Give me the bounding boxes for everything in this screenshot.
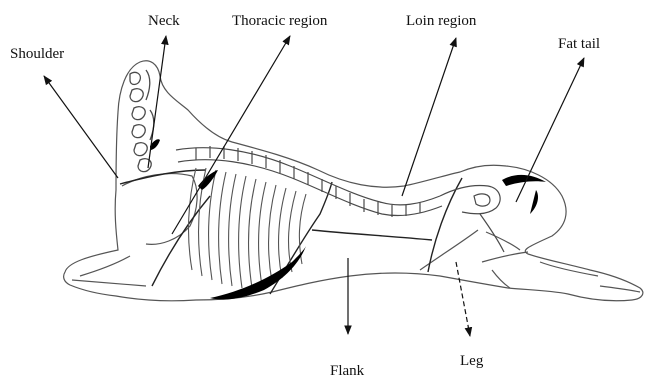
label-loin-region: Loin region [406, 13, 477, 29]
label-flank: Flank [330, 363, 365, 378]
neck-arrow [148, 36, 166, 168]
spine [176, 146, 504, 252]
label-neck: Neck [148, 13, 180, 29]
vertebra-blocks [196, 146, 420, 217]
label-thoracic-region: Thoracic region [232, 13, 328, 29]
carcass-outline [64, 61, 643, 301]
shoulder-arrow [44, 76, 118, 178]
label-shoulder: Shoulder [10, 46, 64, 62]
loin-arrow [402, 38, 456, 196]
leader-arrows [44, 36, 584, 336]
neck-vertebrae [130, 70, 154, 172]
leg-arrow [456, 262, 470, 336]
label-leg: Leg [460, 353, 484, 369]
label-fat-tail: Fat tail [558, 36, 600, 52]
fat-tail-arrow [516, 58, 584, 202]
